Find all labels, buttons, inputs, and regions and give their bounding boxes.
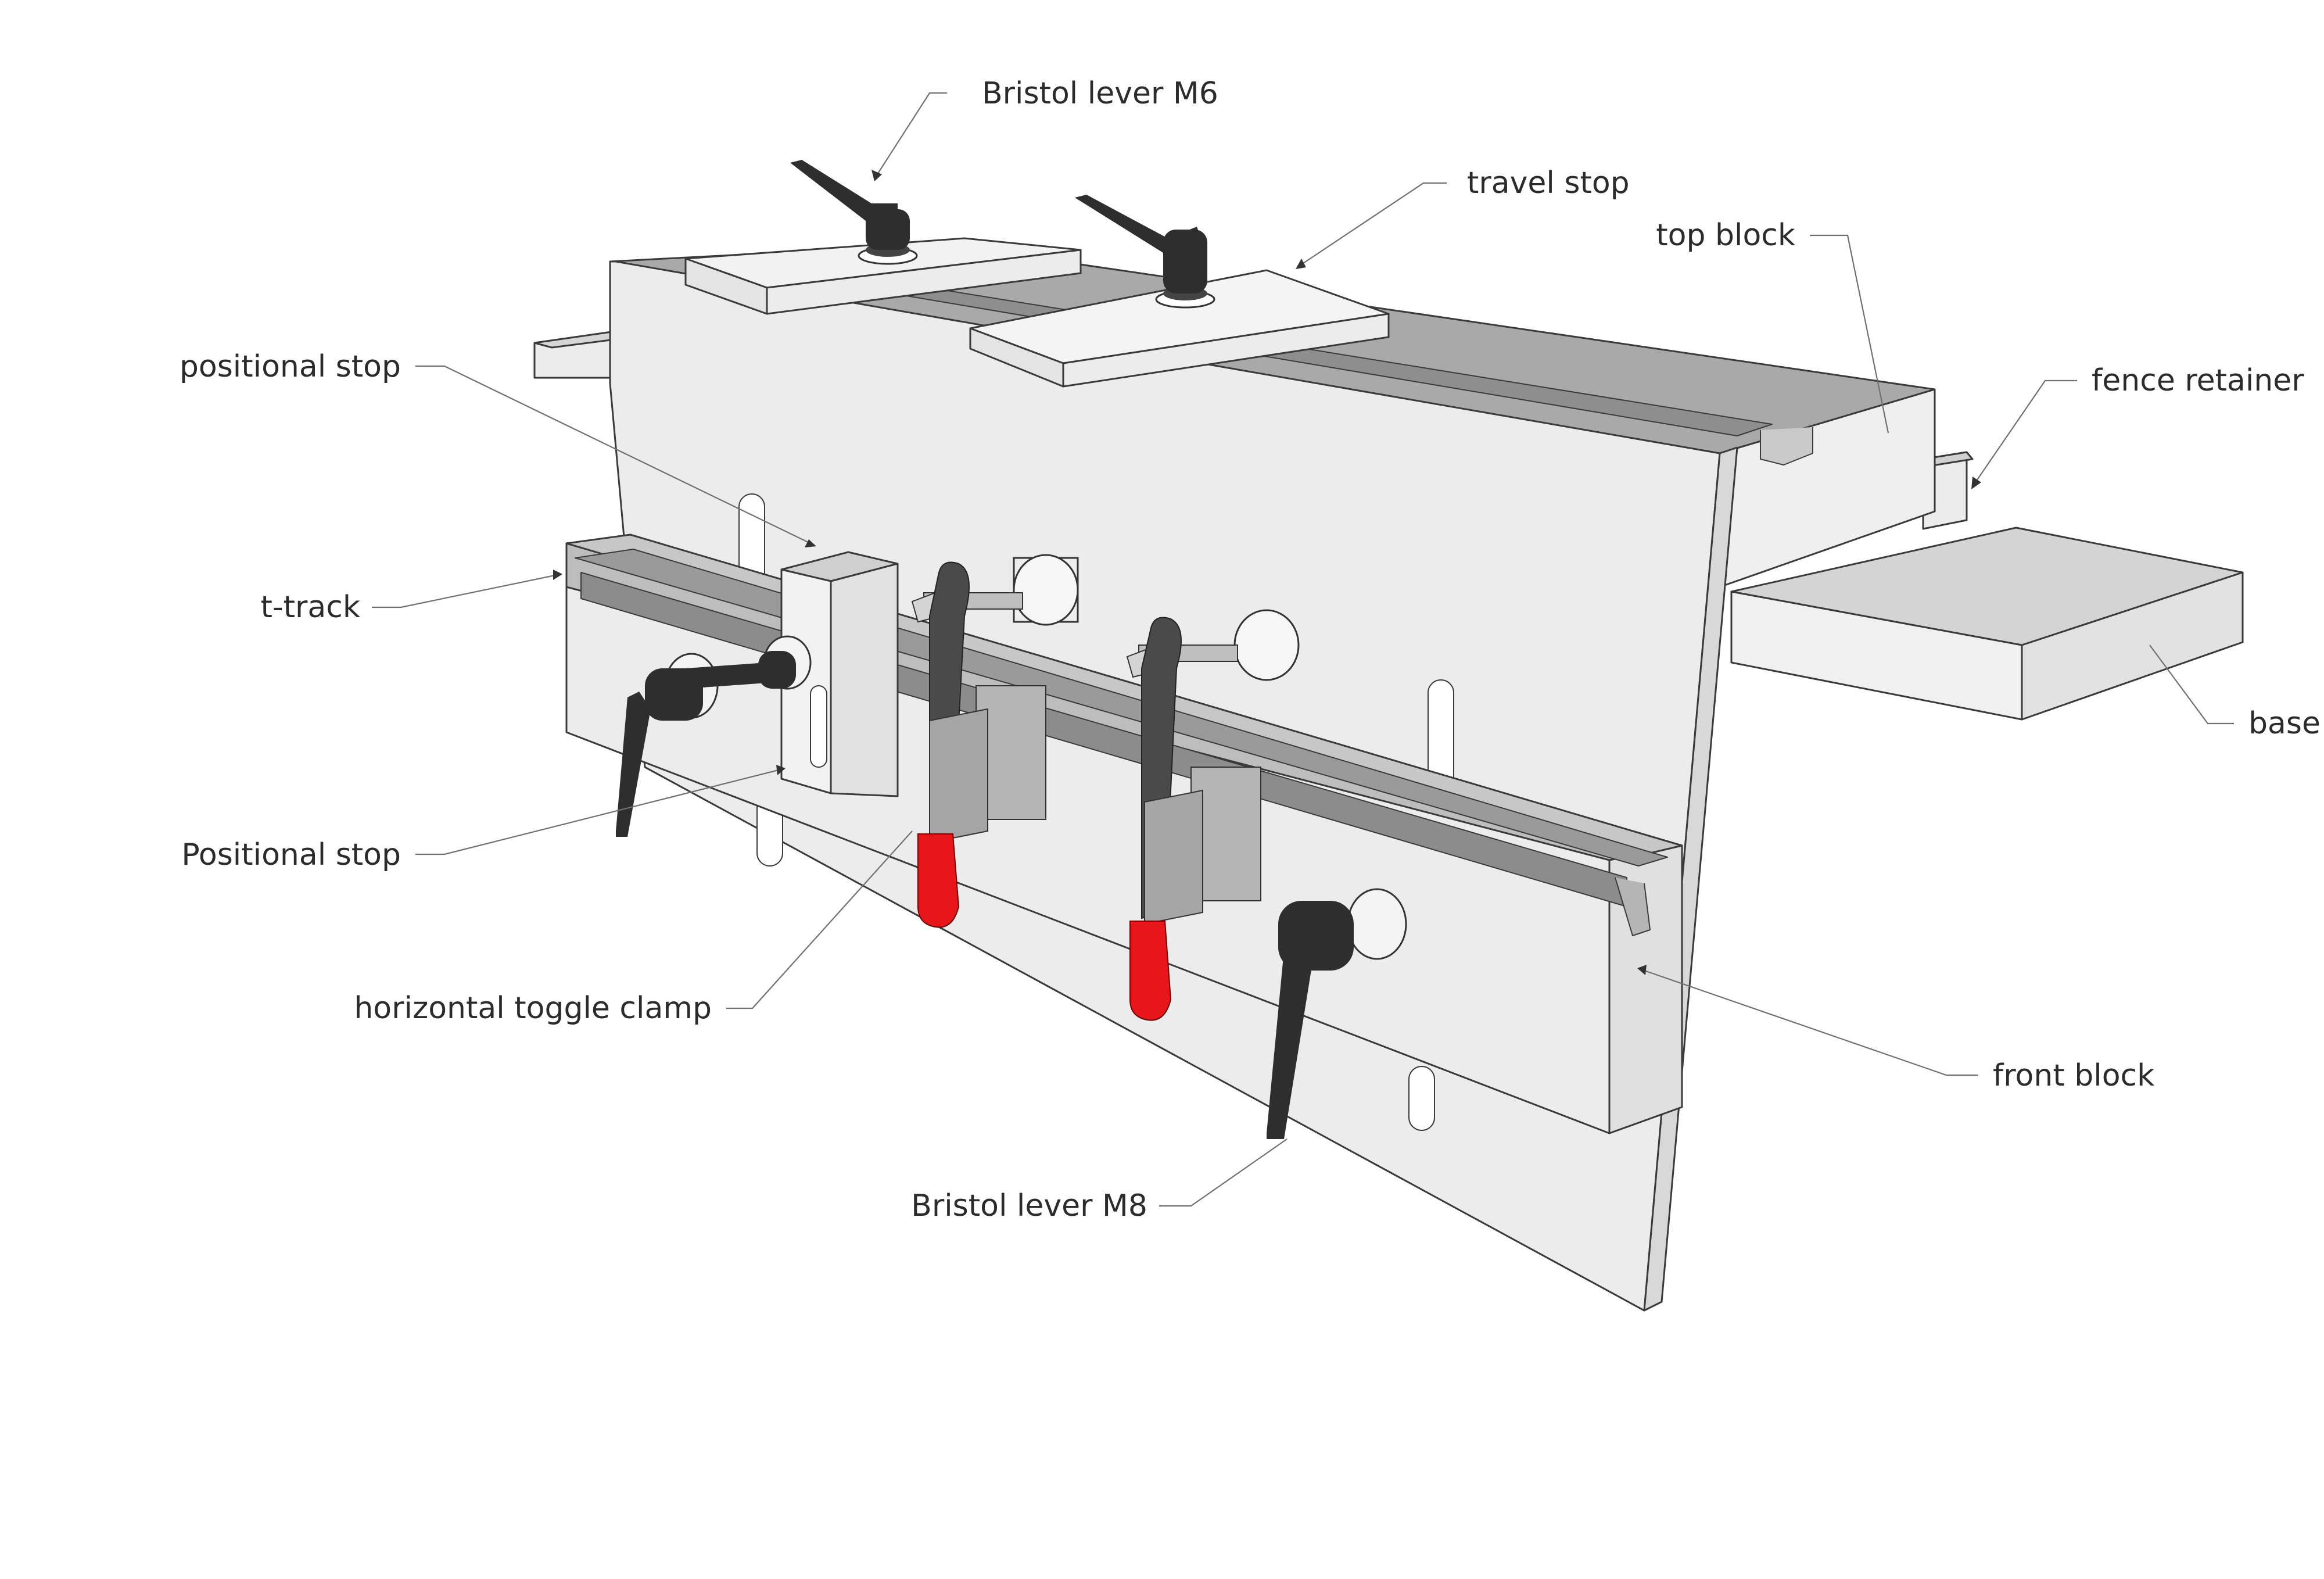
label-positional-stop-bottom: Positional stop xyxy=(181,837,401,872)
standoff-right xyxy=(1233,609,1300,681)
label-t-track: t-track xyxy=(261,590,361,625)
travel-stop-front xyxy=(969,269,1390,388)
label-bristol-lever-m6: Bristol lever M6 xyxy=(982,76,1218,111)
base-part xyxy=(1730,527,2244,721)
bristol-lever-positional xyxy=(616,635,812,837)
toggle-clamp-right xyxy=(1126,617,1261,1021)
bristol-lever-m6-a xyxy=(790,160,918,265)
standoff-left xyxy=(1013,554,1079,626)
base-left-edge xyxy=(533,330,634,379)
label-top-block: top block xyxy=(1656,218,1795,253)
label-front-block: front block xyxy=(1993,1058,2154,1093)
positional-stop-block xyxy=(780,551,899,797)
callout-labels: Bristol lever M6 travel stop top block f… xyxy=(180,76,2321,1223)
bristol-lever-m8 xyxy=(1267,888,1407,1139)
label-horizontal-toggle-clamp: horizontal toggle clamp xyxy=(354,991,712,1026)
label-positional-stop-top: positional stop xyxy=(180,349,401,384)
label-travel-stop: travel stop xyxy=(1467,166,1630,200)
bristol-lever-m6-b xyxy=(1075,195,1215,309)
toggle-clamp-left xyxy=(911,561,1046,928)
label-bristol-lever-m8: Bristol lever M8 xyxy=(911,1188,1147,1223)
leader-lines xyxy=(372,92,2234,1207)
label-base: base xyxy=(2248,706,2321,741)
label-fence-retainer: fence retainer xyxy=(2092,363,2304,398)
